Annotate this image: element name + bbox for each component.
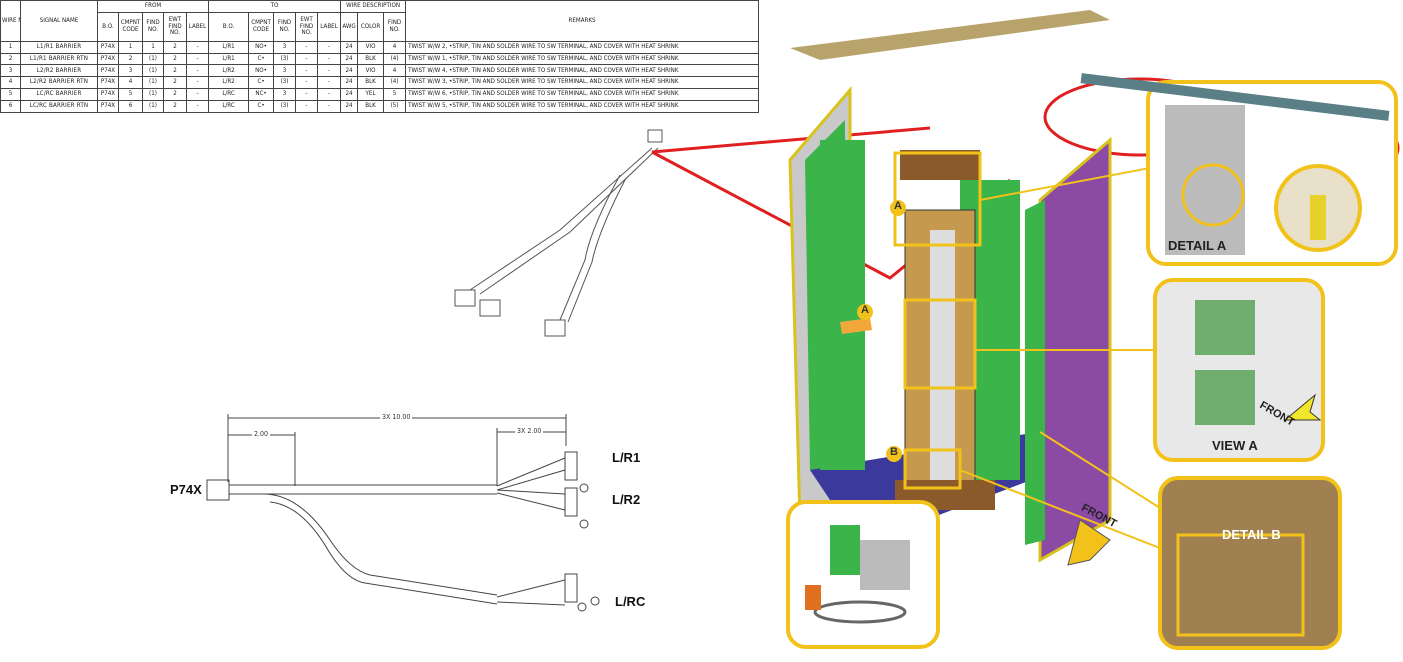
detail-b-label: DETAIL B bbox=[1222, 527, 1281, 542]
iso-switch bbox=[454, 289, 476, 307]
iso-connector bbox=[647, 129, 663, 143]
iso-switch bbox=[479, 299, 501, 317]
cell-find-no: (4) bbox=[383, 76, 407, 89]
cell-remarks: TWIST W/W 4, •STRIP, TIN AND SOLDER WIRE… bbox=[405, 64, 760, 78]
switch-lrc bbox=[564, 573, 578, 603]
detail-b-panel bbox=[1158, 476, 1342, 650]
cell-awg: 24 bbox=[340, 64, 359, 78]
cell-remarks: TWIST W/W 5, •STRIP, TIN AND SOLDER WIRE… bbox=[405, 99, 760, 113]
flat-harness bbox=[206, 414, 600, 612]
cell-from-label: - bbox=[185, 99, 210, 113]
callout-a-top: A bbox=[890, 200, 906, 216]
wire-list-table: WIRE NO. SIGNAL NAME FROM TO WIRE DESCRI… bbox=[0, 0, 760, 113]
connector-label: P74X bbox=[170, 482, 202, 497]
cell-to-bo: L/R2 bbox=[208, 64, 250, 78]
cell-to-label: - bbox=[317, 76, 342, 89]
header-to-bo: B.O. bbox=[208, 11, 250, 42]
switch-label-lr2: L/R2 bbox=[612, 492, 641, 507]
header-to-cmpnt: CMPNT CODE bbox=[248, 11, 275, 42]
cell-from-ewt-find-no: 2 bbox=[163, 64, 187, 78]
cell-color: VIO bbox=[357, 64, 385, 78]
cell-to-cmpnt-code: C• bbox=[248, 99, 275, 113]
cell-find-no: (5) bbox=[383, 99, 407, 113]
cell-from-cmpnt-code: 3 bbox=[118, 64, 143, 78]
cell-signal-name: LC/RC BARRIER bbox=[20, 87, 98, 101]
cell-to-label: - bbox=[317, 87, 342, 101]
cabinet-lid bbox=[790, 10, 1110, 60]
cell-to-cmpnt-code: NC• bbox=[248, 87, 275, 101]
header-from-ewt: EWT FIND NO. bbox=[163, 11, 187, 42]
cell-from-label: - bbox=[185, 64, 210, 78]
switch-lr1 bbox=[564, 451, 578, 481]
view-a-label: VIEW A bbox=[1212, 438, 1258, 453]
switch-lr2 bbox=[564, 487, 578, 517]
header-color: COLOR bbox=[357, 11, 385, 42]
iso-switch bbox=[544, 319, 566, 337]
connector-p74x bbox=[206, 479, 230, 501]
header-to-ewt: EWT FIND NO. bbox=[295, 11, 319, 42]
cell-find-no: 4 bbox=[383, 64, 407, 78]
callout-b: B bbox=[886, 446, 902, 462]
dimension-breakout: 2.00 bbox=[252, 430, 271, 438]
dimension-leads: 3X 2.00 bbox=[515, 427, 544, 435]
isometric-harness bbox=[454, 129, 663, 337]
header-signal-name: SIGNAL NAME bbox=[20, 0, 98, 42]
cell-remarks: TWIST W/W 3, •STRIP, TIN AND SOLDER WIRE… bbox=[405, 76, 760, 89]
cell-find-no: 5 bbox=[383, 87, 407, 101]
switch-label-lr1: L/R1 bbox=[612, 450, 641, 465]
dimension-overall: 3X 10.00 bbox=[380, 413, 413, 421]
header-find: FIND NO. bbox=[383, 11, 407, 42]
cell-awg: 24 bbox=[340, 87, 359, 101]
cell-to-cmpnt-code: C• bbox=[248, 76, 275, 89]
cell-from-label: - bbox=[185, 76, 210, 89]
callout-a-view: A bbox=[857, 304, 873, 320]
detail-a-label: DETAIL A bbox=[1168, 238, 1227, 253]
switch-label-lrc: L/RC bbox=[615, 594, 646, 609]
cell-from-label: - bbox=[185, 87, 210, 101]
cabinet-illustration bbox=[786, 10, 1398, 650]
header-remarks: REMARKS bbox=[405, 0, 760, 42]
header-awg: AWG bbox=[340, 11, 359, 42]
cell-to-bo: L/RC bbox=[208, 87, 250, 101]
cell-remarks: TWIST W/W 6, •STRIP, TIN AND SOLDER WIRE… bbox=[405, 87, 760, 101]
header-from-label: LABEL bbox=[185, 11, 210, 42]
